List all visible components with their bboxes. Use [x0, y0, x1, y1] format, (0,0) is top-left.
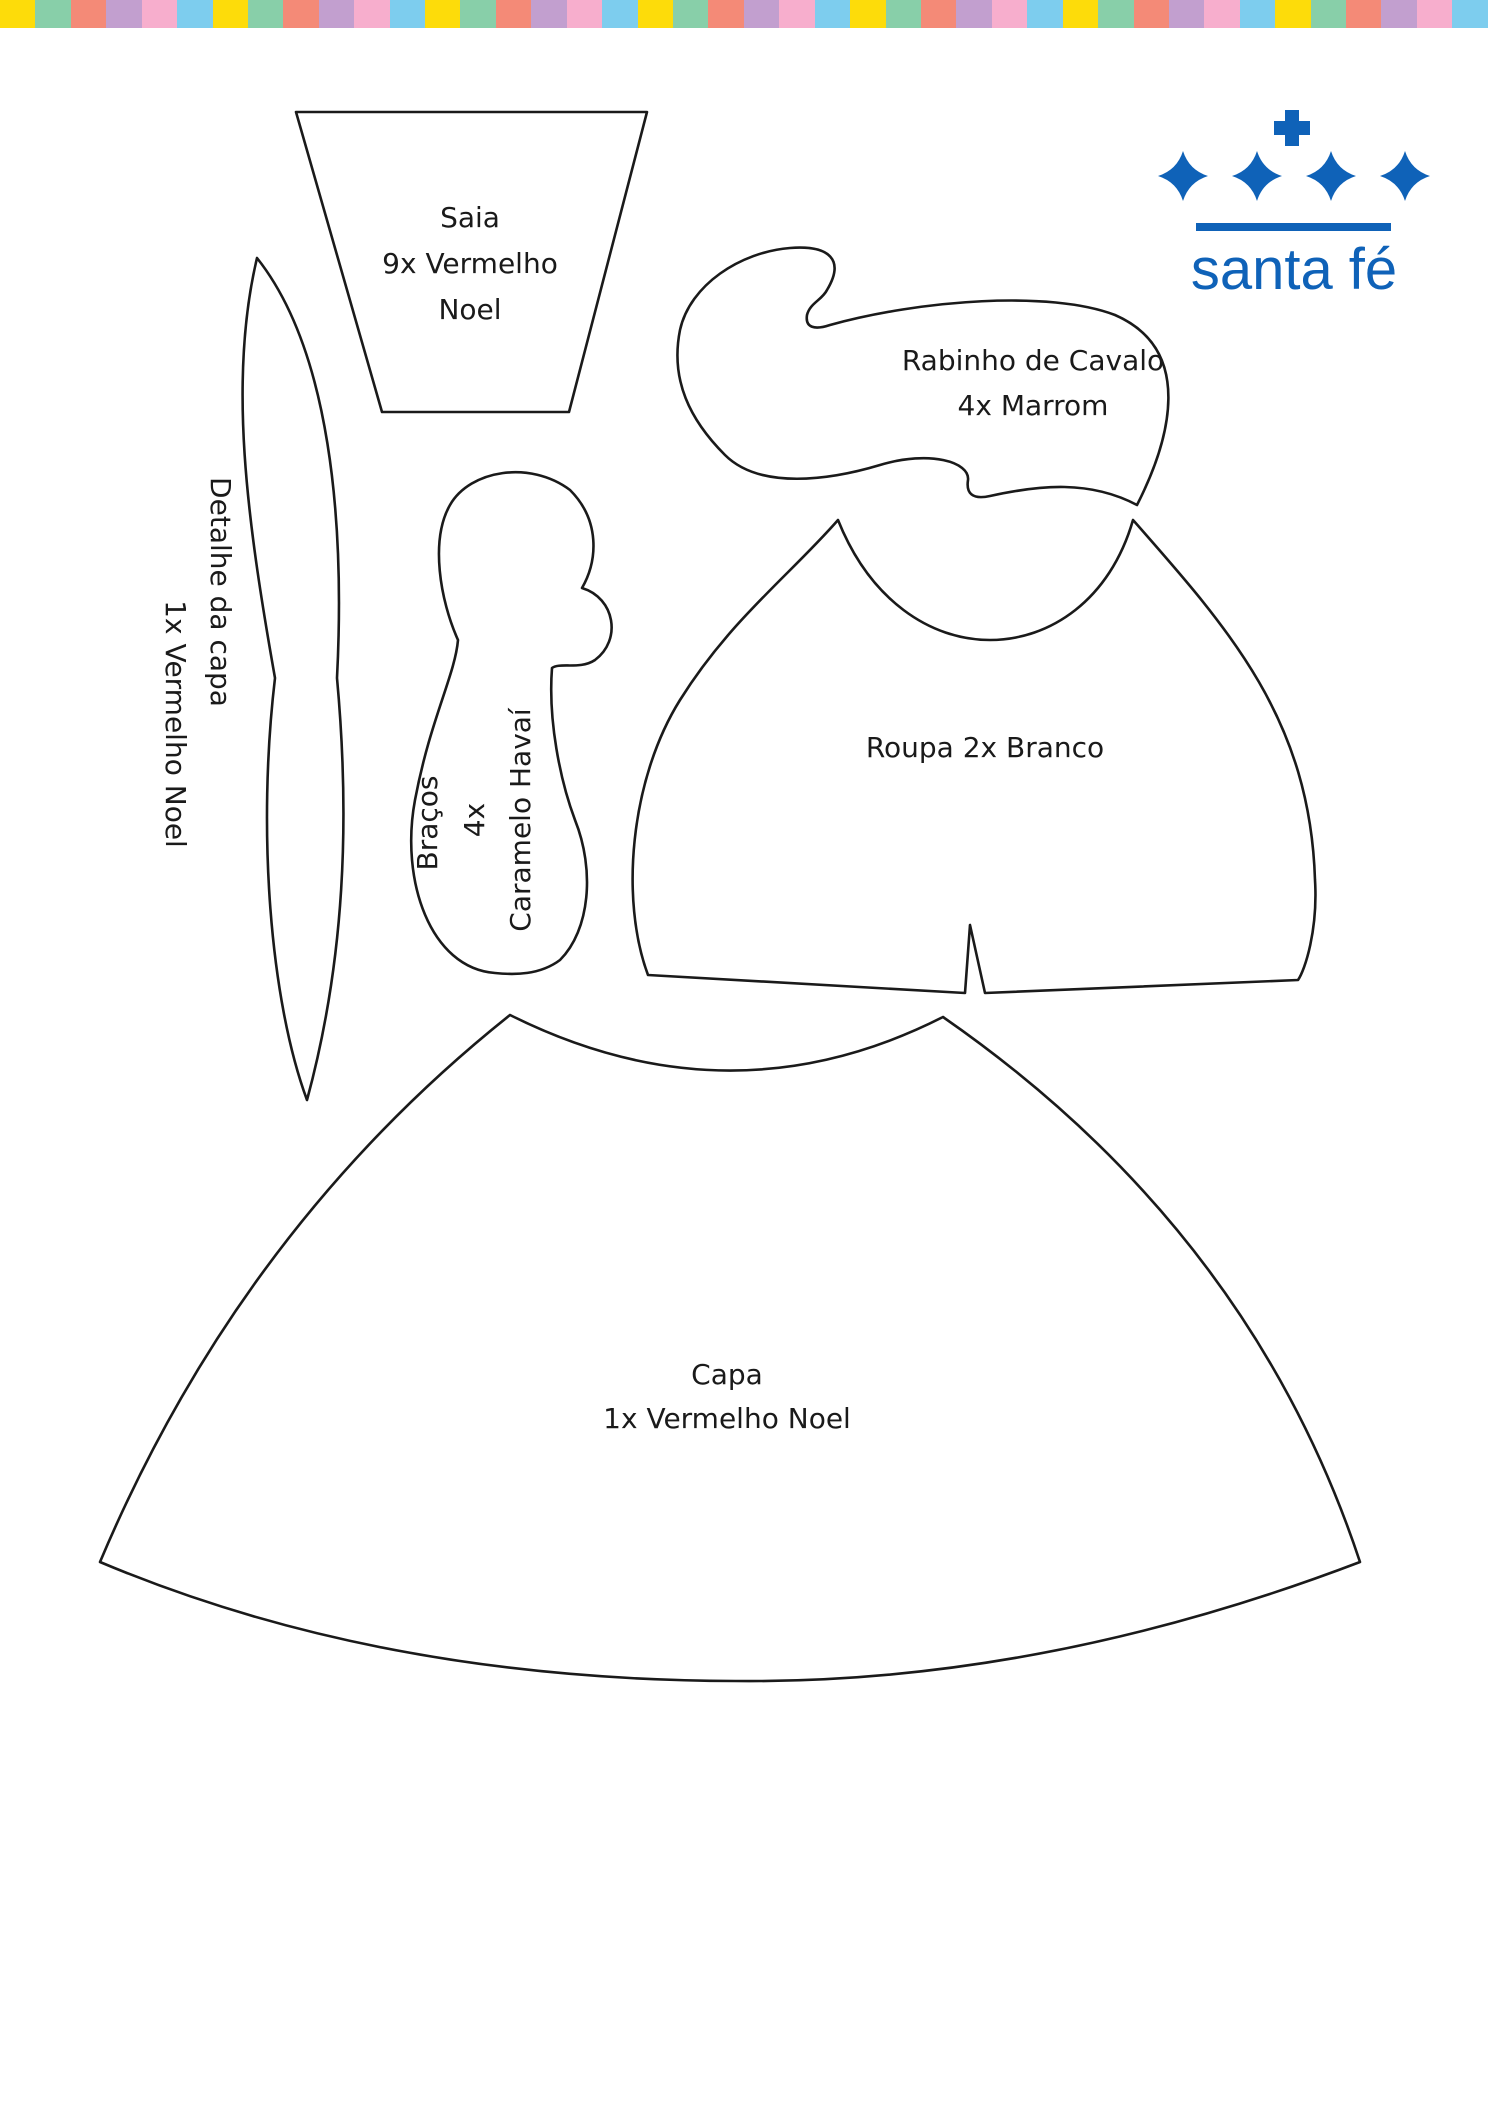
stripe-segment: [283, 0, 319, 28]
stripe-segment: [920, 0, 957, 28]
brand-name: santa fé: [1191, 237, 1397, 302]
stripe-segment: [354, 0, 390, 28]
capa-name: Capa: [691, 1358, 763, 1391]
santa-fe-logo: santa fé: [1158, 110, 1430, 302]
piece-rabinho-de-cavalo: Rabinho de Cavalo 4x Marrom: [676, 246, 1170, 507]
piece-detalhe-da-capa: Detalhe da capa 1x Vermelho Noel: [159, 256, 345, 1102]
color-stripe-border: [0, 0, 1488, 28]
stripe-segment: [1027, 0, 1063, 28]
bracos-name: Braços: [411, 776, 444, 871]
stripe-segment: [0, 0, 36, 28]
piece-capa: Capa 1x Vermelho Noel: [98, 1013, 1362, 1683]
saia-name: Saia: [440, 201, 500, 234]
stripe-segment: [1168, 0, 1205, 28]
stripe-segment: [1452, 0, 1488, 28]
detalhe-name: Detalhe da capa: [204, 477, 237, 707]
detalhe-label-2: 1x Vermelho Noel: [159, 600, 192, 848]
stripe-segment: [850, 0, 886, 28]
stripe-segment: [1346, 0, 1382, 28]
stripe-segment: [602, 0, 638, 28]
stripe-segment: [531, 0, 567, 28]
stripe-segment: [1416, 0, 1453, 28]
stripe-segment: [389, 0, 426, 28]
stripe-segment: [1381, 0, 1417, 28]
rabinho-name: Rabinho de Cavalo: [902, 344, 1164, 377]
stripe-segment: [70, 0, 107, 28]
detalhe-quantity-color: 1x Vermelho Noel: [159, 600, 192, 848]
roupa-name: Roupa 2x Branco: [866, 731, 1104, 764]
stripe-segment: [991, 0, 1028, 28]
capa-quantity-color: 1x Vermelho Noel: [603, 1402, 851, 1435]
stripe-segment: [1098, 0, 1134, 28]
stripe-segment: [1275, 0, 1311, 28]
rabinho-quantity-color: 4x Marrom: [958, 389, 1109, 422]
stripe-segment: [885, 0, 921, 28]
bracos-quantity: 4x: [458, 803, 491, 837]
stripe-segment: [743, 0, 780, 28]
bracos-label-2: 4x: [458, 803, 491, 837]
piece-bracos: Braços 4x Caramelo Havaí: [409, 470, 613, 976]
stripe-segment: [460, 0, 496, 28]
stripe-segment: [495, 0, 532, 28]
stripe-segment: [566, 0, 603, 28]
stripe-segment: [141, 0, 178, 28]
stripe-segment: [814, 0, 851, 28]
stripe-segment: [673, 0, 709, 28]
bracos-label-3: Caramelo Havaí: [504, 707, 537, 932]
stripe-segment: [1062, 0, 1099, 28]
bracos-label: Braços: [411, 776, 444, 871]
stripe-segment: [956, 0, 992, 28]
piece-saia: Saia 9x Vermelho Noel: [294, 110, 649, 414]
detalhe-label: Detalhe da capa: [204, 477, 237, 707]
piece-roupa: Roupa 2x Branco: [631, 518, 1317, 995]
stripe-segment: [177, 0, 213, 28]
stripe-segment: [1239, 0, 1276, 28]
saia-quantity-color: 9x Vermelho: [382, 247, 558, 280]
saia-color-suffix: Noel: [438, 293, 501, 326]
stripe-segment: [212, 0, 248, 28]
stripe-segment: [318, 0, 355, 28]
stripe-segment: [247, 0, 284, 28]
crown-cross-icon: [1158, 110, 1430, 231]
stripe-segment: [425, 0, 461, 28]
stripe-segment: [708, 0, 744, 28]
stripe-segment: [106, 0, 142, 28]
stripe-segment: [637, 0, 674, 28]
bracos-color: Caramelo Havaí: [504, 707, 537, 932]
stripe-segment: [1204, 0, 1240, 28]
stripe-segment: [779, 0, 815, 28]
stripe-segment: [35, 0, 71, 28]
stripe-segment: [1133, 0, 1169, 28]
stripe-segment: [1310, 0, 1347, 28]
